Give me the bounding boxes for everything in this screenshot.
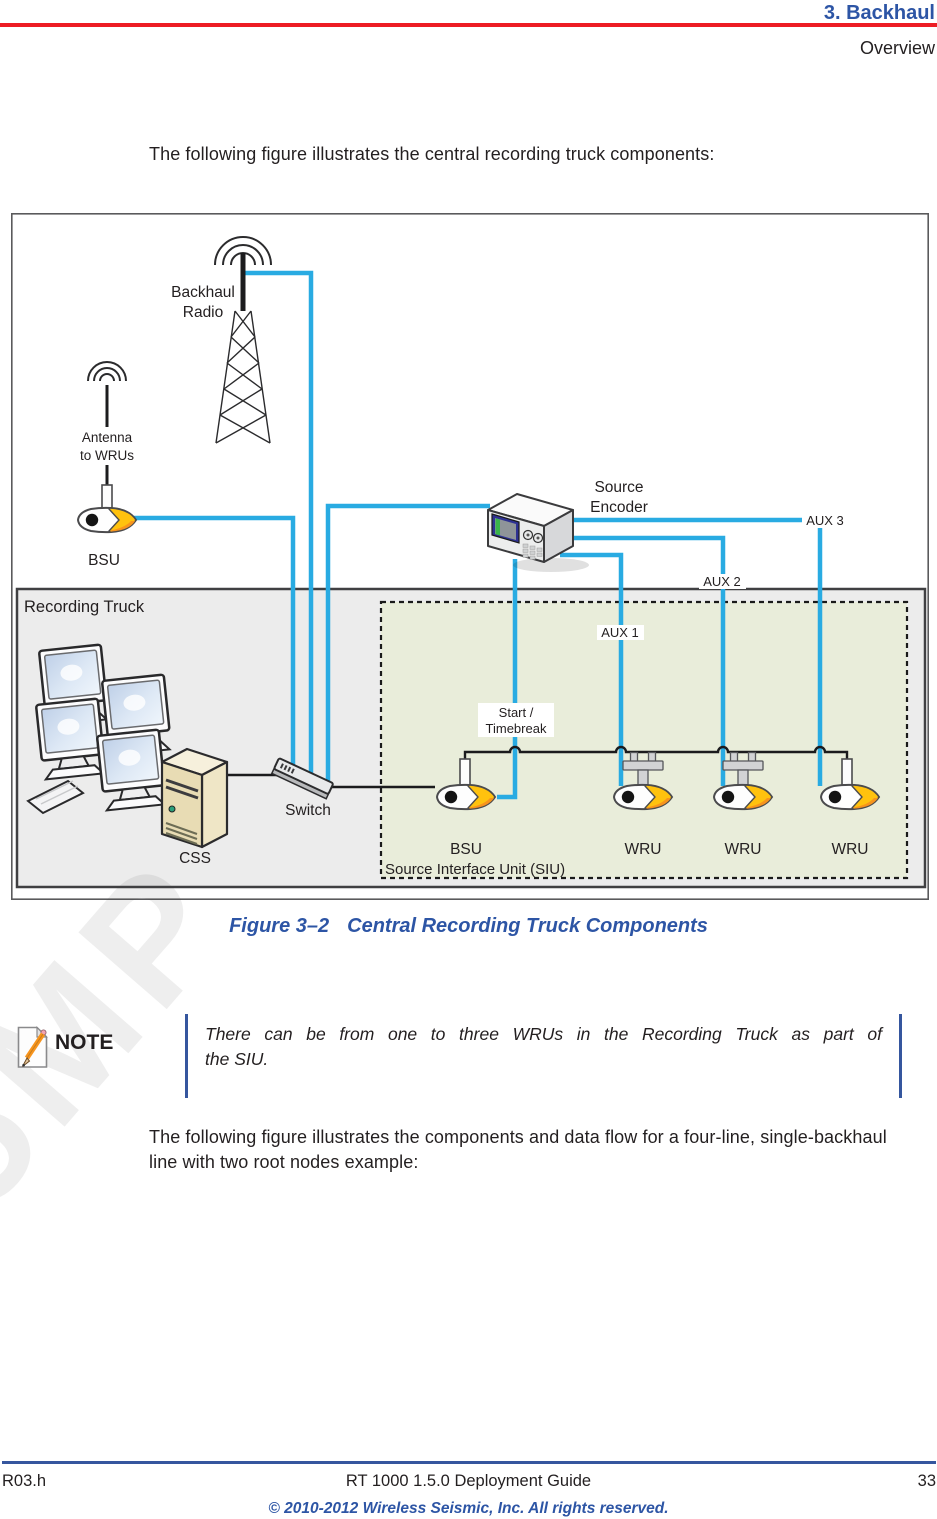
figure-caption-title: Central Recording Truck Components (347, 915, 708, 937)
antenna-label2: to WRUs (80, 448, 134, 463)
siu-box (379, 600, 909, 880)
aux2-label: AUX 2 (703, 574, 741, 589)
siu-label: Source Interface Unit (SIU) (385, 861, 565, 878)
note-pencil-icon (15, 1023, 51, 1076)
footer-doc-rev: R03.h (2, 1472, 47, 1490)
aux3-label-plate (802, 513, 849, 528)
backhaul-radio-label2: Radio (183, 304, 224, 321)
note-text-line1: There can be from one to three WRUs in t… (205, 1024, 882, 1044)
siu-bsu-label: BSU (450, 841, 482, 858)
wru2-label: WRU (724, 841, 761, 858)
footer-copyright: © 2010-2012 Wireless Seismic, Inc. All r… (268, 1500, 669, 1517)
wru1-connector (622, 751, 664, 787)
source-encoder-device (487, 493, 589, 572)
note-rule-left (185, 1014, 188, 1098)
cable-siu-spread (463, 745, 849, 761)
start-timebreak-plate (478, 703, 554, 737)
note-text-line2: the SIU. (205, 1049, 269, 1069)
wru2-device (713, 783, 773, 811)
css-workstation (26, 643, 229, 849)
wru1-device (613, 783, 673, 811)
css-label: CSS (179, 850, 211, 867)
switch-label: Switch (285, 802, 331, 819)
footer-page-number: 33 (917, 1472, 936, 1490)
source-encoder-label: Source (594, 479, 643, 496)
start-timebreak-label2: Timebreak (486, 721, 547, 736)
aux3-label: AUX 3 (806, 513, 844, 528)
cable-start-timebreak (497, 559, 518, 800)
wru3-label: WRU (831, 841, 868, 858)
note-rule-right (899, 1014, 902, 1098)
wru3-device (820, 783, 880, 811)
cable-bsu-to-switch (123, 515, 296, 767)
footer-rule (2, 1461, 936, 1464)
bsu-left-label: BSU (88, 552, 120, 569)
switch-device (270, 757, 334, 800)
figure-caption: Figure 3–2 Central Recording Truck Compon… (0, 915, 937, 938)
aux2-label-plate (699, 574, 746, 589)
cable-encoder-to-switch (325, 503, 490, 784)
backhaul-radio-label: Backhaul (171, 284, 235, 301)
header-rule (0, 23, 937, 27)
aux1-label: AUX 1 (601, 625, 639, 640)
chapter-heading: 3. Backhaul (823, 2, 935, 24)
wru3-antenna-stub (841, 758, 853, 786)
footer-doc-title: RT 1000 1.5.0 Deployment Guide (345, 1472, 592, 1490)
cable-tower-to-switch (245, 270, 314, 775)
aux1-label-plate (597, 625, 644, 640)
backhaul-radio-tower (214, 236, 272, 444)
cable-aux1 (560, 552, 624, 786)
wired-cables (227, 745, 849, 789)
siu-bsu-device (436, 783, 496, 811)
figure-central-recording-truck: Backhaul Radio Antenna to WRUs BSU Sourc… (11, 213, 930, 901)
bsu-left-device (77, 506, 137, 534)
intro-paragraph: The following figure illustrates the cen… (149, 144, 715, 164)
antenna-label: Antenna (82, 430, 133, 445)
note-label: NOTE (55, 1031, 114, 1054)
encoder-keypad (522, 543, 543, 560)
start-timebreak-label: Start / (499, 705, 534, 720)
wru1-label: WRU (624, 841, 661, 858)
figure-caption-label: Figure 3–2 (229, 915, 330, 937)
note-text: There can be from one to three WRUs in t… (205, 1022, 882, 1072)
source-encoder-label2: Encoder (590, 499, 648, 516)
bsu-left-antenna-stub (101, 484, 113, 510)
cable-aux2 (568, 535, 726, 786)
recording-truck-label: Recording Truck (24, 598, 145, 616)
section-heading: Overview (859, 38, 935, 58)
wru2-connector (722, 751, 764, 787)
css-power-led (168, 805, 176, 813)
network-cables (123, 270, 823, 800)
siu-bsu-antenna-stub (459, 758, 471, 786)
second-paragraph: The following figure illustrates the com… (149, 1127, 887, 1172)
